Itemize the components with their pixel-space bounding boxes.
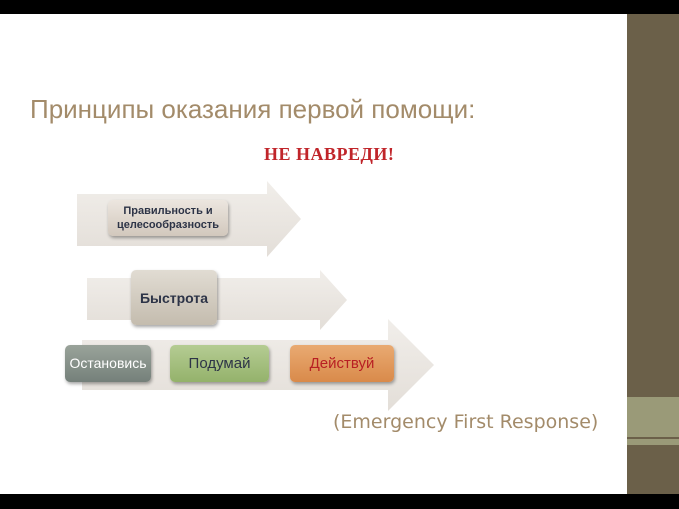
sidebar-accent-thin	[627, 439, 679, 445]
step-think-box: Подумай	[170, 345, 269, 382]
principle-correctness-box: Правильность и целесообразность	[108, 200, 228, 236]
source-caption: (Emergency First Response)	[333, 411, 599, 433]
slide: Принципы оказания первой помощи: НЕ НАВР…	[0, 14, 679, 494]
principle-speed-box: Быстрота	[131, 270, 217, 325]
slide-title: Принципы оказания первой помощи:	[30, 94, 476, 124]
motto-text: НЕ НАВРЕДИ!	[264, 144, 395, 164]
arrow-row-2	[87, 270, 347, 330]
step-stop-box: Остановись	[65, 345, 151, 382]
sidebar-accent	[627, 397, 679, 437]
step-act-box: Действуй	[290, 345, 394, 382]
